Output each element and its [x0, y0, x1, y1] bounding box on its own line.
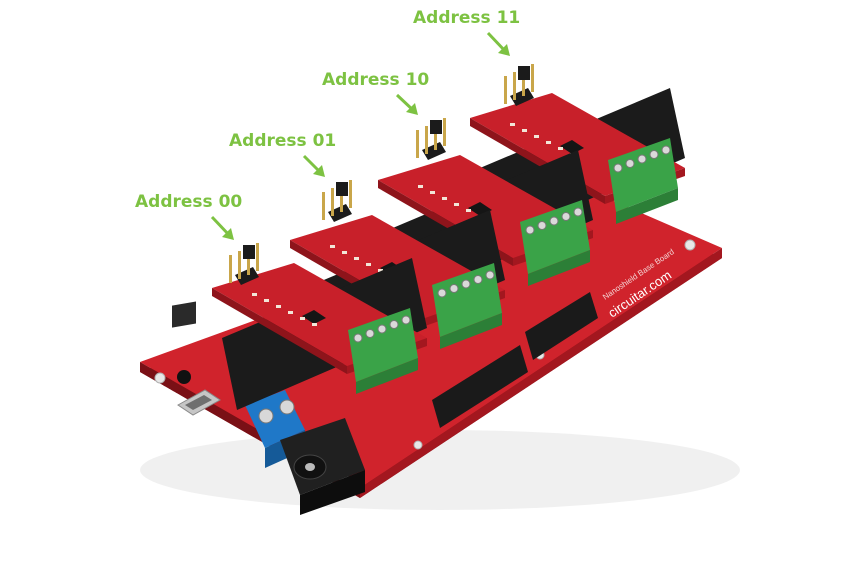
label-arrows: [210, 31, 510, 240]
female-header-lower: [432, 292, 598, 428]
arrow-1: [486, 31, 510, 56]
arrow-2: [395, 93, 418, 115]
dc-jack: [280, 418, 365, 515]
reset-button: [172, 301, 196, 384]
label-address-10: Address 10: [322, 70, 430, 90]
nanoshield-modules: [212, 64, 685, 410]
label-address-01: Address 01: [229, 131, 337, 151]
arrow-3: [302, 154, 325, 177]
label-address-11: Address 11: [413, 8, 521, 28]
usb-connector: [177, 389, 221, 416]
nanoshield-module-4: [212, 243, 427, 410]
label-address-00: Address 00: [135, 192, 243, 212]
arrow-4: [210, 215, 234, 240]
